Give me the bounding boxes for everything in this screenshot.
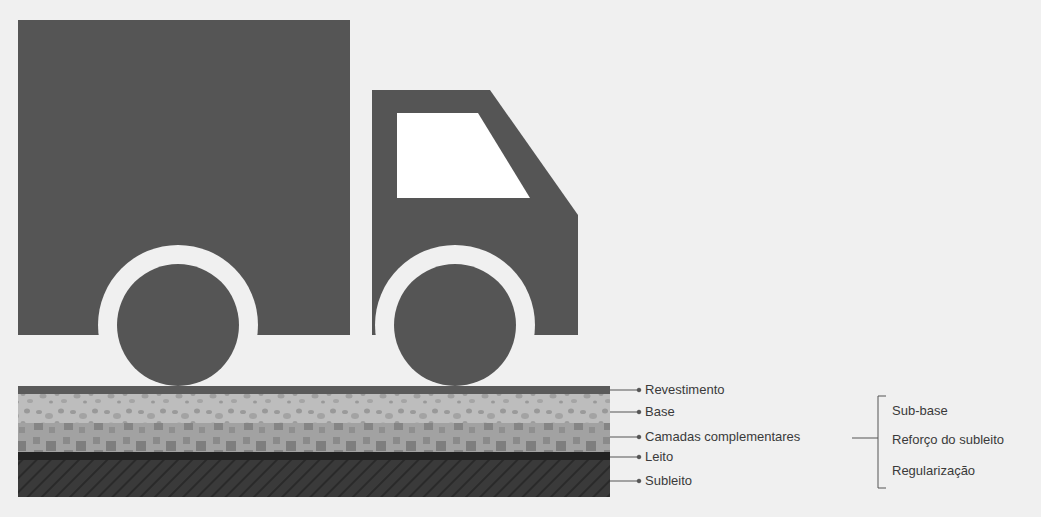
layer-label: Revestimento <box>645 382 724 398</box>
pavement-layers <box>18 386 610 497</box>
sublayer-label: Sub-base <box>892 403 948 419</box>
layer-label: Base <box>645 404 675 420</box>
truck-icon <box>18 20 578 405</box>
layer-label: Leito <box>645 449 673 465</box>
bracket <box>852 396 886 488</box>
sublayer-label: Regularização <box>892 463 975 479</box>
leader-lines <box>610 388 641 483</box>
sublayer-label: Reforço do subleito <box>892 432 1004 448</box>
layer-label: Camadas complementares <box>645 429 800 445</box>
layer-label: Subleito <box>645 473 692 489</box>
